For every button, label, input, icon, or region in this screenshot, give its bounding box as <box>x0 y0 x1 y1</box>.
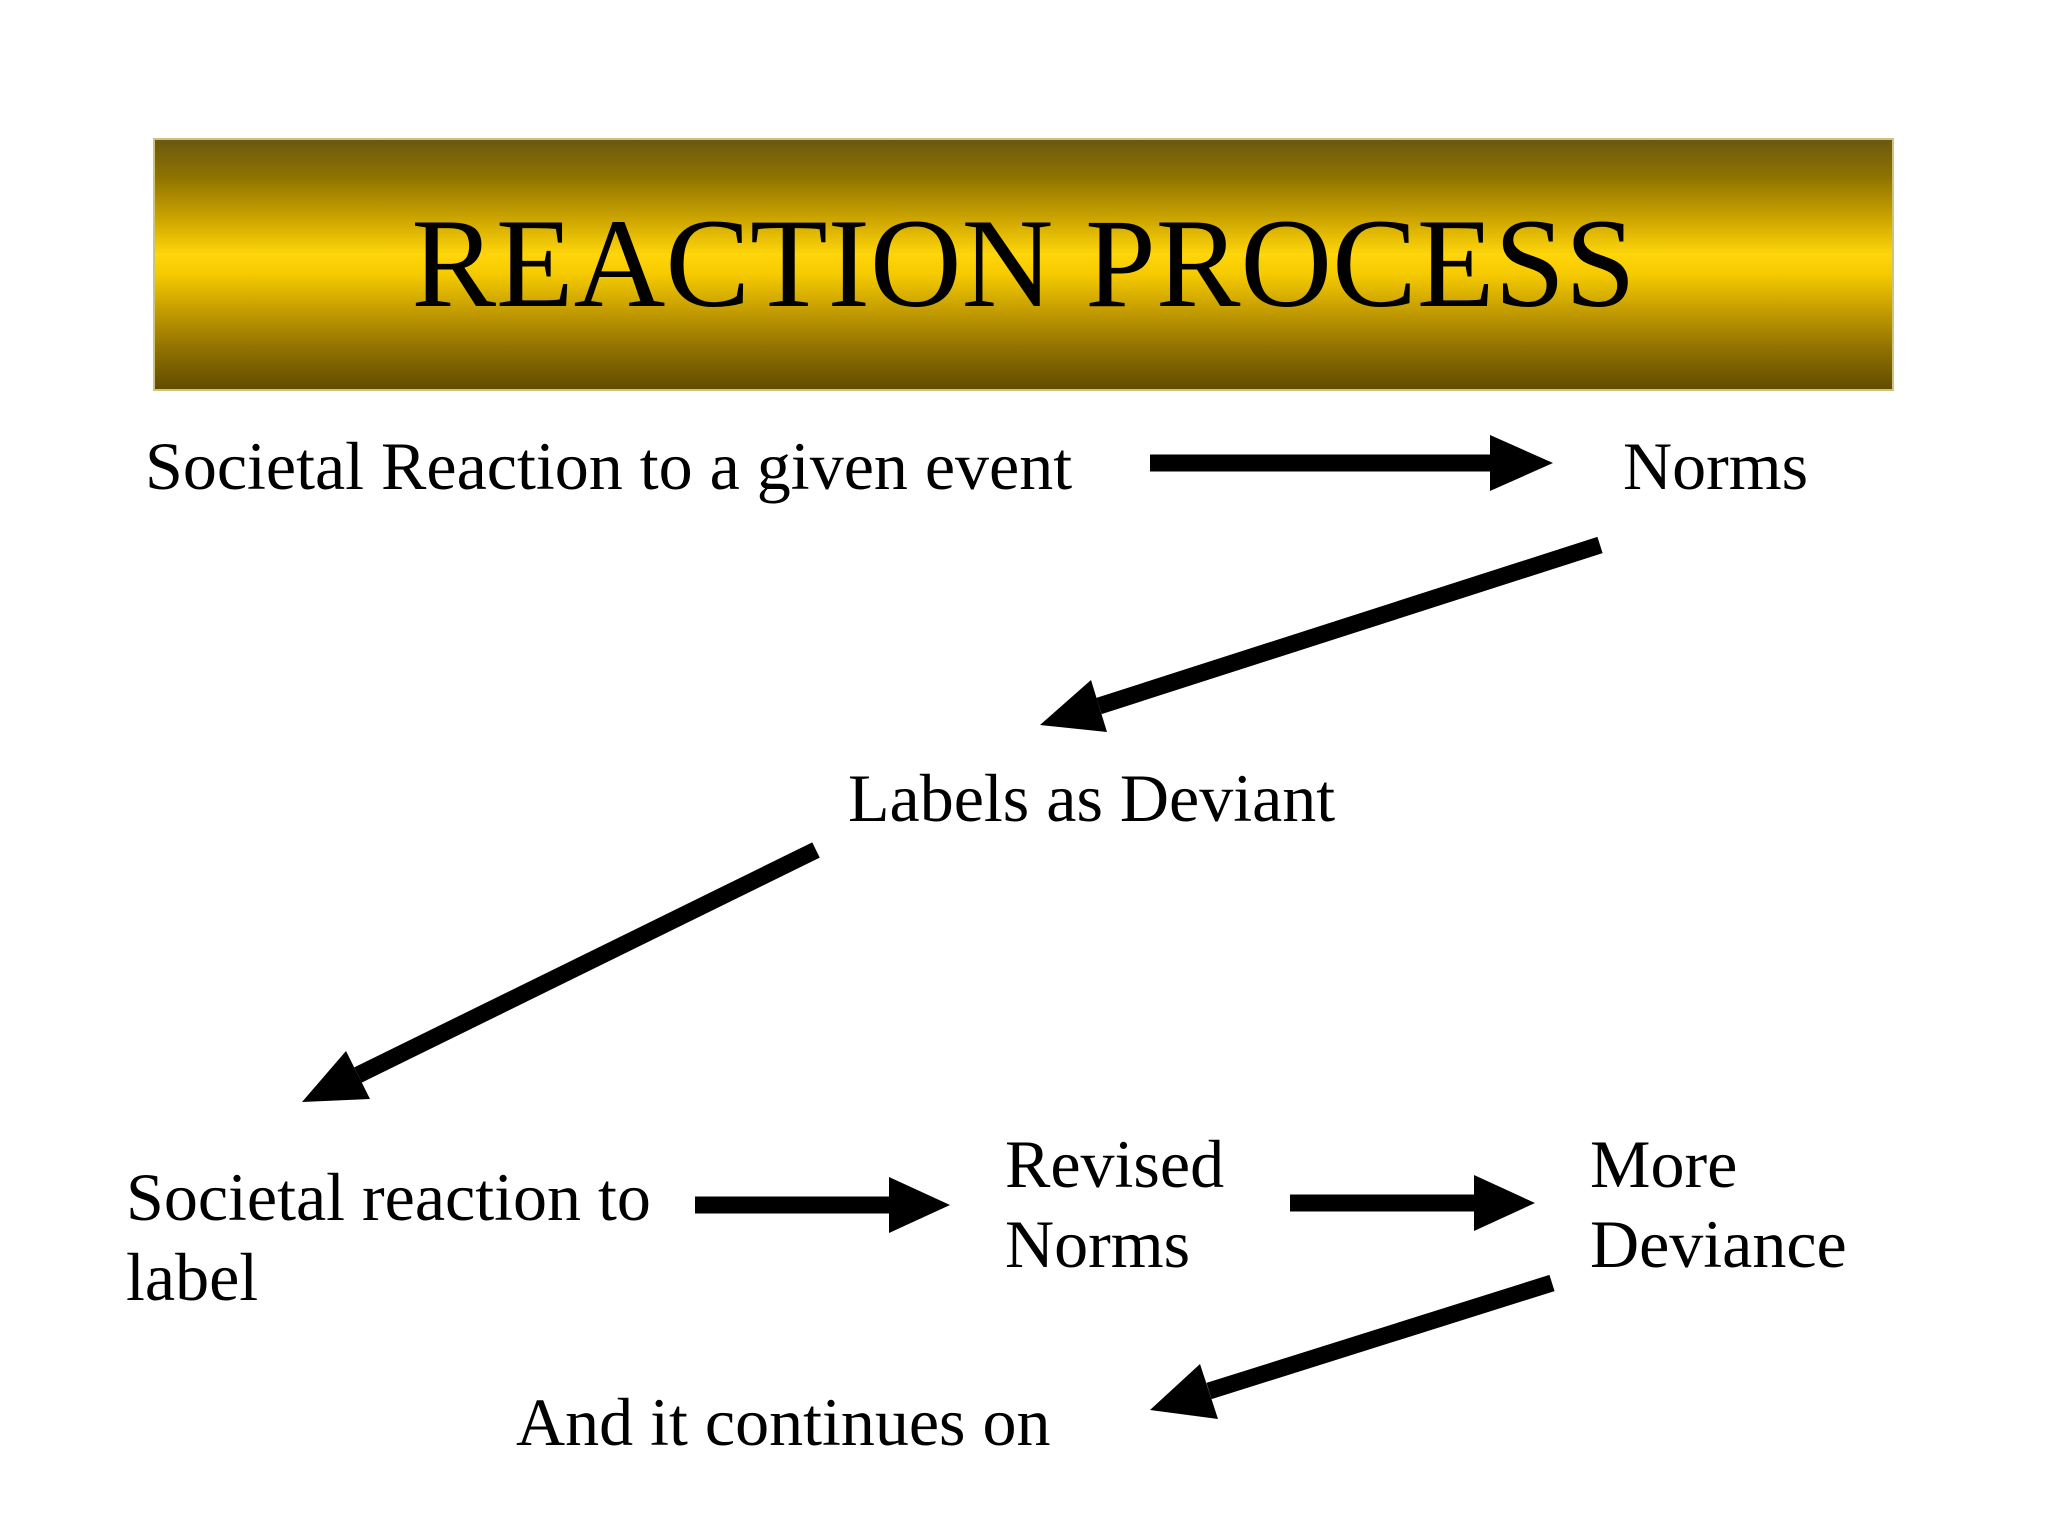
node-more-deviance-line2: Deviance <box>1590 1206 1847 1282</box>
node-societal-reaction-label-line1: Societal reaction to <box>126 1159 651 1235</box>
node-and-it-continues: And it continues on <box>516 1384 1051 1460</box>
arrow-event-to-norms <box>1150 435 1553 491</box>
title-banner: REACTION PROCESS <box>153 138 1894 391</box>
arrow-labels-to-societal-label <box>302 842 820 1102</box>
slide-title: REACTION PROCESS <box>411 194 1636 334</box>
node-more-deviance: More Deviance <box>1590 1124 1847 1284</box>
node-revised-norms-line1: Revised <box>1005 1126 1225 1202</box>
node-labels-as-deviant: Labels as Deviant <box>848 760 1336 836</box>
node-revised-norms: Revised Norms <box>1005 1124 1224 1284</box>
arrow-revised-to-more <box>1290 1175 1535 1231</box>
arrow-more-to-continues <box>1150 1274 1555 1419</box>
node-societal-reaction-label-line2: label <box>126 1239 259 1315</box>
node-revised-norms-line2: Norms <box>1005 1206 1191 1282</box>
node-societal-reaction-label: Societal reaction to label <box>126 1157 651 1317</box>
arrow-societal-label-to-revised <box>695 1177 950 1233</box>
node-more-deviance-line1: More <box>1590 1126 1738 1202</box>
node-norms: Norms <box>1623 428 1809 504</box>
node-societal-reaction-event: Societal Reaction to a given event <box>145 428 1073 504</box>
arrow-norms-to-labels <box>1040 536 1603 732</box>
